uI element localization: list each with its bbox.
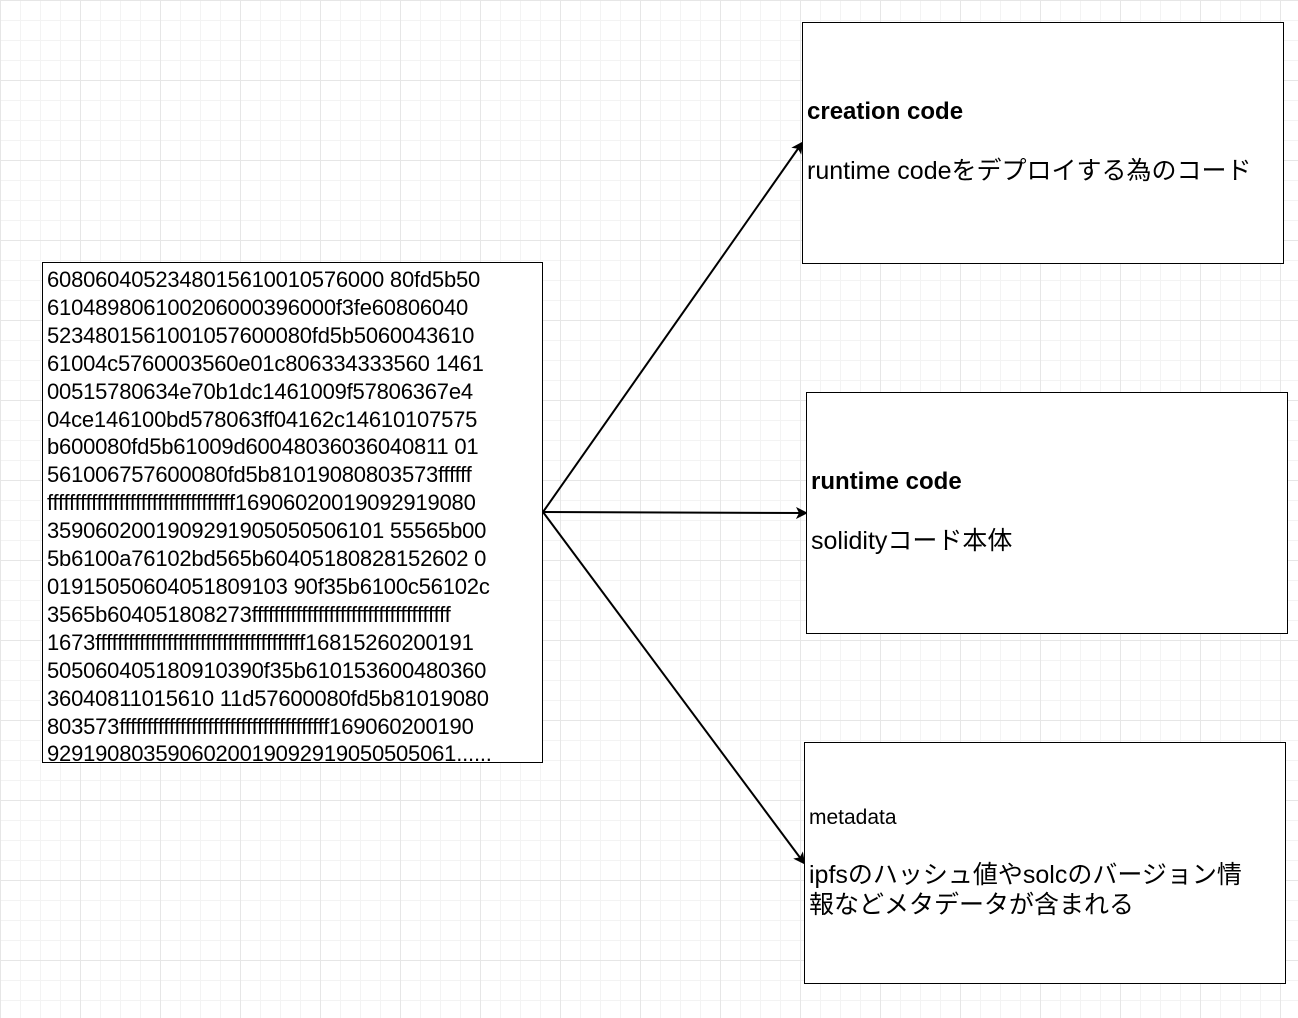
bytecode-line: 61004c5760003560e01c806334333560 1461 <box>47 350 484 376</box>
arrow-to-runtime[interactable] <box>542 506 808 519</box>
bytecode-line: 5b6100a76102bd565b60405180828152602 0 <box>47 546 487 572</box>
bytecode-line: 1673ffffffffffffffffffffffffffffffffffff… <box>47 629 474 655</box>
bytecode-line: 3565b604051808273fffffffffffffffffffffff… <box>47 601 451 627</box>
bytecode-line: 36040811015610 11d57600080fd5b81019080 <box>47 685 489 711</box>
runtime-code-box[interactable]: runtime code solidityコード本体 <box>806 392 1288 634</box>
creation-code-description: runtime codeをデプロイする為のコード <box>807 157 1252 185</box>
arrow-to-metadata[interactable] <box>542 511 806 865</box>
metadata-description: ipfsのハッシュ値やsolcのバージョン情 報などメタデータが含まれる <box>809 860 1242 920</box>
runtime-code-title: runtime code <box>811 468 962 495</box>
bytecode-line: 561006757600080fd5b81019080803573ffffff <box>47 462 472 488</box>
creation-code-title: creation code <box>807 98 964 125</box>
bytecode-line: 9291908035906020019092919050505061...... <box>47 741 492 763</box>
bytecode-line: ffffffffffffffffffffffffffffffffff169060… <box>47 490 476 516</box>
bytecode-line: 00515780634e70b1dc1461009f57806367e4 <box>47 378 473 404</box>
runtime-code-description: solidityコード本体 <box>811 527 1013 555</box>
arrow-to-creation[interactable] <box>542 141 804 513</box>
metadata-description-line-2: 報などメタデータが含まれる <box>809 891 1135 919</box>
bytecode-line: 04ce146100bd578063ff04162c14610107575 <box>47 406 478 432</box>
bytecode-line: 505060405180910390f35b610153600480360 <box>47 657 487 683</box>
bytecode-line: 610489806100206000396000f3fe60806040 <box>47 294 469 320</box>
creation-code-box[interactable]: creation code runtime codeをデプロイする為のコード <box>802 22 1284 264</box>
bytecode-line: 01915050604051809103 90f35b6100c56102c <box>47 573 490 599</box>
bytecode-line: 3590602001909291905050506101 55565b00 <box>47 518 487 544</box>
bytecode-line: b600080fd5b61009d60048036036040811 01 <box>47 434 479 460</box>
bytecode-line: 6080604052348015610010576000 80fd5b50 <box>47 267 481 292</box>
metadata-title: metadata <box>809 806 897 829</box>
bytecode-line: 5234801561001057600080fd5b5060043610 <box>47 322 475 348</box>
metadata-description-line-1: ipfsのハッシュ値やsolcのバージョン情 <box>809 861 1242 889</box>
bytecode-line: 803573ffffffffffffffffffffffffffffffffff… <box>47 713 474 739</box>
metadata-box[interactable]: metadata ipfsのハッシュ値やsolcのバージョン情 報などメタデータ… <box>804 742 1286 984</box>
